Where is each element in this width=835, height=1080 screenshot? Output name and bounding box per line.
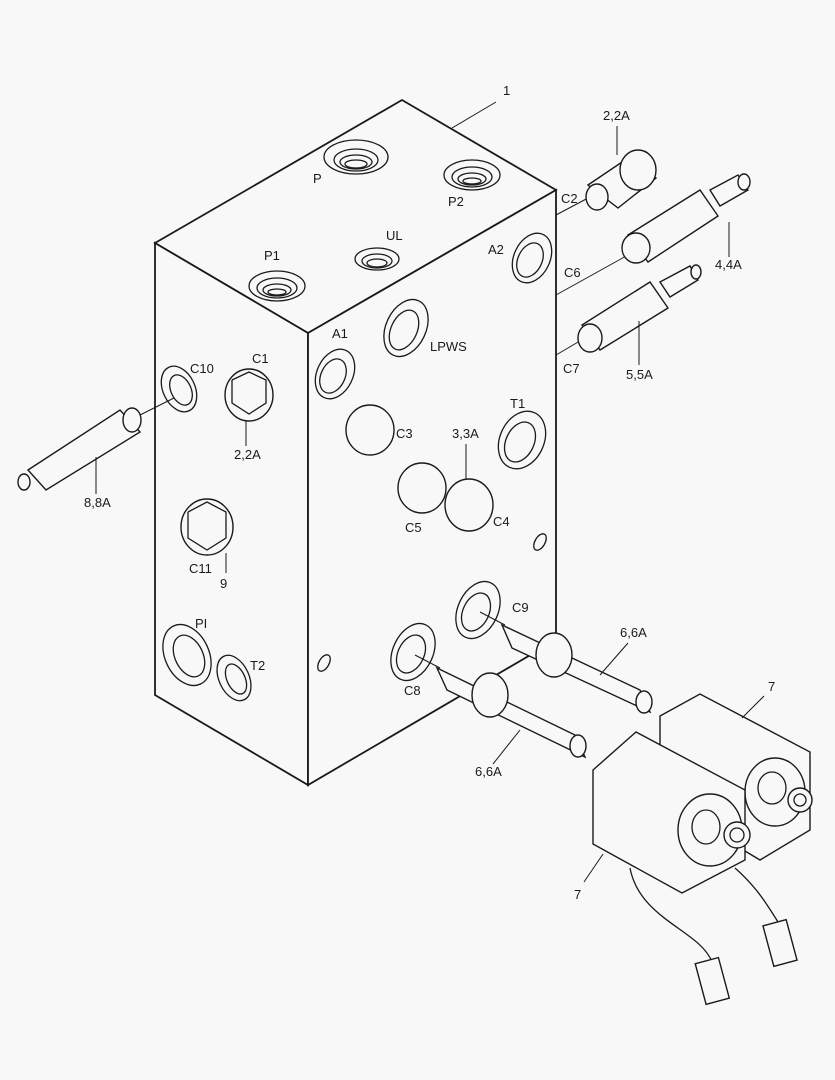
plug-c5 [397,462,447,514]
port-t1 [497,410,547,470]
port-label-c4: C4 [493,514,510,529]
port-label-c7: C7 [563,361,580,376]
port-label-pi: PI [195,616,207,631]
port-label-t2: T2 [250,658,265,673]
port-a1 [314,348,356,400]
callout-c9-valve: 6,6A [620,625,647,640]
coil-lower [592,731,751,894]
port-label-c10: C10 [190,361,214,376]
port-label-t1: T1 [510,396,525,411]
coil-wires [629,867,798,1006]
port-a2 [511,232,553,284]
port-label-p: P [313,171,322,186]
plug-c4 [444,478,494,532]
plug-c1 [224,368,274,422]
cartridge-c10 [17,397,175,491]
callout-c1-plug: 2,2A [234,447,261,462]
port-c9 [455,580,501,640]
callout-c7-cartridge: 5,5A [626,367,653,382]
port-label-c5: C5 [405,520,422,535]
port-label-ul: UL [386,228,403,243]
callout-c2-cartridge: 2,2A [603,108,630,123]
oring-hole-lower [317,654,331,672]
port-label-c6: C6 [564,265,581,280]
port-label-c2: C2 [561,191,578,206]
callout-block: 1 [503,83,510,98]
port-label-p1: P1 [264,248,280,263]
port-label-c3: C3 [396,426,413,441]
cartridge-c7 [555,264,702,356]
port-label-p2: P2 [448,194,464,209]
plug-c11 [180,498,234,556]
port-label-c8: C8 [404,683,421,698]
plug-c3 [345,404,395,456]
port-ul [354,247,400,271]
port-p2 [443,159,501,191]
leader-lines [95,101,765,883]
callout-c3c4-plug: 3,3A [452,426,479,441]
port-pi [162,623,212,687]
oring-hole-right [533,533,547,551]
port-c10 [160,365,198,413]
port-label-c11: C11 [189,561,212,576]
port-t2 [216,654,252,702]
valve-c9 [479,611,653,714]
cartridge-c6 [555,173,751,296]
port-label-c1: C1 [252,351,269,366]
callout-c11-plug: 9 [220,576,227,591]
port-label-lpws: LPWS [430,339,467,354]
callout-coil-lower: 7 [574,887,581,902]
port-lpws [383,298,429,358]
port-p [323,139,389,175]
callout-c10-cartridge: 8,8A [84,495,111,510]
callout-coil-upper: 7 [768,679,775,694]
port-label-c9: C9 [512,600,529,615]
port-p1 [248,270,306,302]
port-label-a2: A2 [488,242,504,257]
valve-c8 [414,654,587,759]
callout-c6-cartridge: 4,4A [715,257,742,272]
port-label-a1: A1 [332,326,348,341]
cartridge-c2 [555,149,658,216]
callout-c8-valve: 6,6A [475,764,502,779]
